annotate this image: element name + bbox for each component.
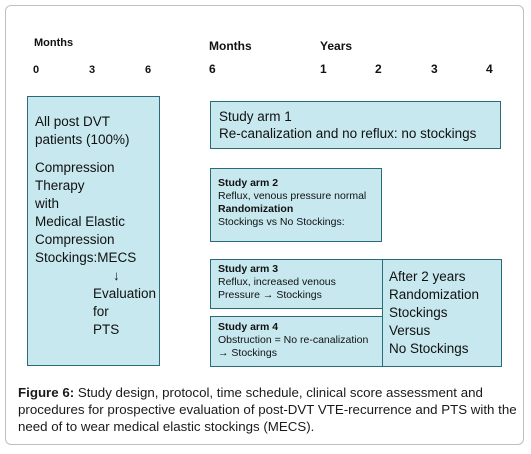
timeline-tick-0: 0 <box>33 64 40 76</box>
arm-3-line: Pressure → Stockings <box>218 289 322 301</box>
arm-4-line: Obstruction = No re-canalization <box>218 334 369 346</box>
left-box-line: All post DVT <box>35 114 111 129</box>
timeline-mid-tick-6: 6 <box>209 62 216 76</box>
timeline-tick-3: 3 <box>89 64 96 76</box>
left-box-line: Medical Elastic <box>35 214 126 229</box>
left-box-line: Compression <box>35 232 115 247</box>
arm-4-title: Study arm 4 <box>218 321 279 333</box>
arm-2-randomization: Randomization <box>218 203 294 215</box>
after-box-line: Randomization <box>389 287 480 302</box>
caption-label: Figure 6: <box>18 385 75 400</box>
caption-text: Study design, protocol, time schedule, c… <box>18 385 517 434</box>
timeline-year-3: 3 <box>431 62 438 76</box>
arm-3-title: Study arm 3 <box>218 263 279 275</box>
after-box-line: After 2 years <box>389 269 466 284</box>
left-box-line: PTS <box>93 322 120 337</box>
timeline-year-2: 2 <box>375 62 382 76</box>
after-two-years-box: After 2 years Randomization Stockings Ve… <box>382 259 502 367</box>
study-arm-2-box: Study arm 2 Reflux, venous pressure norm… <box>210 168 382 242</box>
left-box-line: Compression <box>35 160 115 175</box>
left-box-line: for <box>93 304 109 319</box>
left-box-line: with <box>35 196 60 211</box>
left-box-line: patients (100%) <box>35 132 130 147</box>
left-box-line: Evaluation <box>93 286 157 301</box>
down-arrow-icon: ↓ <box>113 268 120 283</box>
study-arm-1-box: Study arm 1 Re-canalization and no reflu… <box>210 101 501 149</box>
arm-2-title: Study arm 2 <box>218 177 279 189</box>
arm-2-line: Stockings vs No Stockings: <box>218 216 345 228</box>
timeline-left-heading: Months <box>34 37 74 49</box>
timeline-tick-6: 6 <box>145 64 152 76</box>
after-box-line: Stockings <box>389 305 448 320</box>
timeline-year-4: 4 <box>486 62 493 76</box>
arm-1-title: Study arm 1 <box>219 109 292 124</box>
left-box-line: Therapy <box>35 178 85 193</box>
study-arm-3-box: Study arm 3 Reflux, increased venous Pre… <box>210 259 383 309</box>
arm-1-text: Re-canalization and no reflux: no stocki… <box>219 126 477 141</box>
all-patients-box: All post DVT patients (100%) Compression… <box>27 96 160 366</box>
arm-2-line: Reflux, venous pressure normal <box>218 190 367 202</box>
figure-caption: Figure 6: Study design, protocol, time s… <box>18 384 518 435</box>
left-box-line: Stockings:MECS <box>35 250 137 265</box>
timeline-right-heading: Years <box>320 39 353 53</box>
after-box-line: Versus <box>389 323 431 338</box>
timeline-mid-heading: Months <box>209 39 252 53</box>
timeline-year-1: 1 <box>320 62 327 76</box>
arm-3-line: Reflux, increased venous <box>218 276 336 288</box>
study-arm-4-box: Study arm 4 Obstruction = No re-canaliza… <box>210 316 383 367</box>
arm-4-line: → Stockings <box>218 347 277 359</box>
after-box-line: No Stockings <box>389 341 469 356</box>
